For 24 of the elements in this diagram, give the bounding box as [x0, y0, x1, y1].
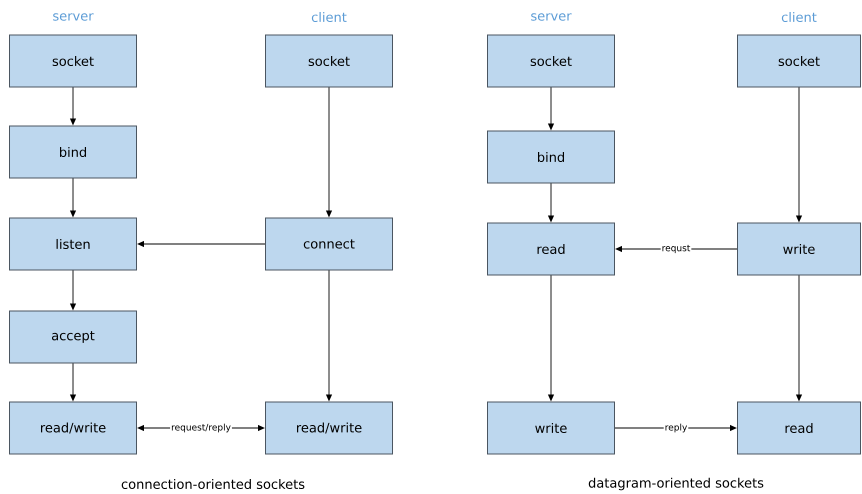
caption: datagram-oriented sockets	[588, 478, 764, 490]
process-box: bind	[487, 130, 615, 184]
process-box: socket	[737, 34, 861, 88]
column-heading: client	[782, 12, 817, 22]
process-box: socket	[487, 34, 615, 88]
process-box: read	[487, 222, 615, 276]
process-box: read/write	[265, 402, 393, 454]
process-box: write	[487, 402, 615, 454]
edge-label: reply	[664, 422, 688, 434]
process-box: read	[737, 402, 861, 454]
process-box: socket	[265, 34, 393, 88]
column-heading: client	[312, 12, 347, 22]
edge-label: requst	[660, 244, 692, 254]
process-box: bind	[9, 126, 137, 178]
process-box: write	[737, 222, 861, 276]
process-box: accept	[9, 310, 137, 364]
process-box: listen	[9, 218, 137, 270]
process-box: connect	[265, 218, 393, 270]
process-box: socket	[9, 34, 137, 88]
process-box: read/write	[9, 402, 137, 454]
column-heading: server	[53, 13, 94, 21]
edge-label: request/reply	[170, 422, 232, 434]
caption: connection-oriented sockets	[122, 478, 304, 490]
column-heading: server	[531, 13, 572, 21]
